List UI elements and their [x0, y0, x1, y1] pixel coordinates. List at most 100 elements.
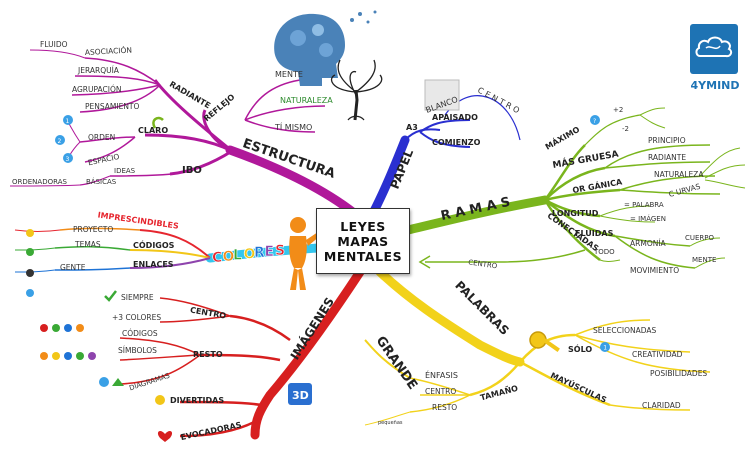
centro-arc-label: C E N T R O — [476, 86, 521, 116]
colores-title-letter: R — [254, 245, 265, 261]
colores-title-letter: E — [265, 244, 275, 260]
ordenadoras-label: ORDENADORAS — [12, 178, 67, 186]
recycle-arrow-icon — [152, 116, 164, 129]
imagenes-branch-lines — [119, 267, 365, 440]
proyecto-label: PROYECTO — [73, 225, 113, 234]
ramas-branch-lines — [403, 107, 746, 269]
orden-label: ORDEN — [88, 133, 115, 142]
plus-two-label: +2 — [613, 106, 623, 114]
enlaces-label: ENLACES — [133, 260, 174, 269]
people-icons — [26, 229, 34, 297]
mayusculas-label: MAYÚSCULAS — [549, 369, 609, 405]
emoji-icons-row — [40, 352, 96, 360]
naturaleza-label: NATURALEZA — [280, 96, 333, 105]
ti-mismo-label: TÍ MISMO — [274, 121, 312, 132]
claridad-label: CLARIDAD — [642, 401, 681, 410]
naturaleza-rama-label: NATURALEZA — [654, 170, 704, 179]
info-badge-text: 1 — [603, 345, 607, 352]
checkmark-icon — [104, 290, 117, 302]
brand-logo-icon — [690, 24, 738, 74]
question-badge-text: ? — [593, 118, 596, 125]
mente-label: MENTE — [275, 70, 303, 79]
cuerpo-label: CUERPO — [685, 234, 715, 242]
minus-two-label: -2 — [622, 125, 629, 133]
armonia-label: ARMONÍA — [630, 239, 667, 248]
longitud-label: LONGITUD — [552, 209, 599, 218]
asociacion-label: ASOCIACIÓN — [85, 46, 133, 57]
colores-title-letter: S — [275, 243, 285, 259]
numbered-bullets-icon — [55, 115, 73, 163]
person-figure-icon — [289, 217, 322, 290]
diagramas-label: DIAGRAMAS — [128, 372, 171, 393]
basicas-label: BÁSICAS — [86, 177, 117, 186]
ideas-label: IDEAS — [114, 167, 136, 175]
equals-imagen-label: = IMÁGEN — [630, 214, 666, 223]
colores-title-letter: C — [212, 250, 222, 266]
diagram-icons — [99, 377, 124, 387]
palabras-branch-lines — [364, 267, 711, 426]
3d-cube-icon — [288, 383, 312, 405]
ramas-title: R A M A S — [440, 195, 512, 224]
simbolos-label: SÍMBOLOS — [118, 346, 157, 355]
number-1: 1 — [66, 118, 70, 125]
codigos-colores-label: CÓDIGOS — [133, 239, 175, 250]
comienzo-label: COMIENZO — [432, 138, 481, 147]
smiley-icon — [155, 395, 165, 405]
brain-head-icon — [274, 10, 377, 87]
centro-palabras-label: CENTRO — [425, 387, 456, 396]
jerarquia-label: JERARQUÍA — [77, 66, 120, 75]
heart-icon — [157, 431, 173, 442]
info-badge-icon — [600, 342, 610, 352]
apaisado-label: APAISADO — [432, 113, 478, 122]
papel-branch-lines — [367, 95, 521, 220]
symbol-icons-row — [40, 324, 84, 332]
seleccionadas-label: SELECCIONADAS — [593, 326, 657, 335]
solo-label: SÓLO — [568, 343, 592, 354]
creatividad-label: CREATIVIDAD — [632, 350, 683, 359]
todo-label: TODO — [593, 248, 615, 256]
centro-rama-label: CENTRO — [468, 258, 499, 270]
pequenas-label: pequeñas — [378, 420, 403, 426]
a3-label: A3 — [406, 123, 418, 132]
pensamiento-label: PENSAMIENTO — [85, 102, 140, 111]
divertidas-label: DIVERTIDAS — [170, 396, 224, 405]
curvas-label: C URVAS — [668, 182, 702, 199]
ibo-label: IBO — [182, 165, 202, 176]
central-topic-line-2: MAPAS — [337, 233, 389, 249]
tamano-label: TAMAÑO — [479, 383, 519, 403]
movimiento-label: MOVIMIENTO — [630, 266, 679, 275]
codigos-imagenes-label: CÓDIGOS — [122, 329, 158, 338]
radiante-rama-label: RADIANTE — [648, 153, 686, 162]
agrupacion-label: AGRUPACIÓN — [72, 85, 122, 94]
resto-palabras-label: RESTO — [432, 403, 457, 412]
equals-palabra-label: = PALABRA — [624, 201, 664, 209]
number-2: 2 — [58, 138, 62, 145]
central-topic-line-3: MENTALES — [323, 248, 403, 264]
colores-title-letter: O — [244, 246, 256, 262]
colores-title-letter: O — [223, 249, 235, 265]
imagenes-title: IMÁGENES — [287, 294, 337, 362]
key-icon — [529, 331, 560, 352]
tree-icon — [331, 59, 383, 121]
temas-label: TEMAS — [74, 240, 101, 249]
fluidas-label: FLUIDAS — [575, 229, 614, 238]
enfasis-label: ÉNFASIS — [425, 369, 458, 380]
claro-label: CLARO — [138, 126, 168, 135]
posibilidades-label: POSIBILIDADES — [650, 369, 707, 378]
radiante-label: RADIANTE — [168, 80, 212, 111]
maximo-label: MÁXIMO — [543, 123, 582, 152]
espacio-label: ESPACIO — [87, 152, 120, 167]
principio-label: PRINCIPIO — [648, 136, 686, 145]
colores-branch-lines — [14, 227, 323, 273]
estructura-branch-lines — [9, 49, 370, 227]
colores-title-letter: L — [233, 248, 242, 264]
central-topic-box: LEYES MAPAS MENTALES — [316, 208, 410, 274]
gente-label: GENTE — [60, 263, 86, 272]
brand-logo-label: 4YMIND — [690, 79, 740, 92]
three-d-label: 3D — [292, 389, 309, 402]
number-3: 3 — [66, 156, 70, 163]
white-paper-icon — [424, 79, 460, 111]
